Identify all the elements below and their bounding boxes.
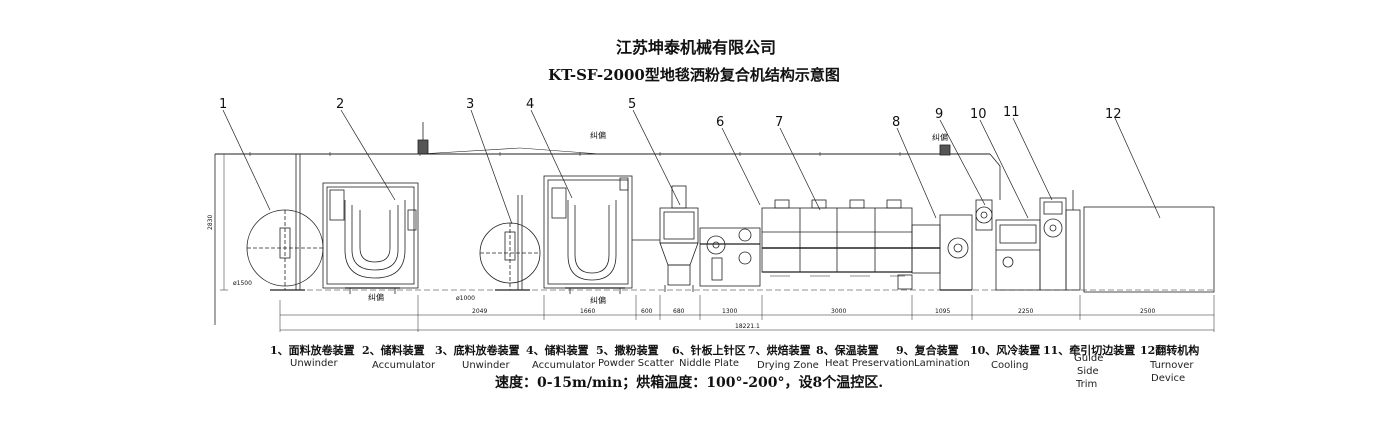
accumulator-2: [322, 182, 419, 294]
unwinder-1: [246, 209, 324, 291]
component-2-cn: 2、储料装置: [362, 344, 425, 357]
unwinder-3: [479, 195, 541, 291]
dim-2500: 2500: [1140, 308, 1155, 315]
callout-11: 11: [1003, 105, 1020, 120]
heat-preservation-8: [897, 224, 941, 290]
dim-2049: 2049: [472, 308, 487, 315]
dim-2250: 2250: [1018, 308, 1033, 315]
callout-1: 1: [219, 97, 227, 112]
callout-3: 3: [466, 97, 474, 112]
corrector-label-4: 纠偏: [590, 295, 606, 305]
dim-total: 18221.1: [735, 323, 760, 330]
height-dimension: 2830: [207, 215, 214, 230]
callout-8: 8: [892, 115, 900, 130]
lamination-9: [939, 199, 993, 291]
component-12-cn: 12翻转机构: [1140, 344, 1200, 357]
dim-1095: 1095: [935, 308, 950, 315]
spec-line: 速度：0-15m/min；烘箱温度：100°-200°，设8个温控区.: [495, 375, 884, 391]
component-8-cn: 8、保温装置: [816, 344, 879, 357]
roll-diameter-2: ø1000: [456, 295, 475, 302]
cooling-10: [995, 219, 1041, 291]
callout-2: 2: [336, 97, 344, 112]
component-6-en: Niddle Plate: [679, 358, 740, 369]
dim-600: 600: [641, 308, 653, 315]
component-4-cn: 4、储料装置: [526, 344, 589, 357]
component-12-en-device: Device: [1151, 373, 1186, 384]
component-10-en: Cooling: [991, 360, 1029, 371]
component-4-en: Accumulator: [532, 360, 596, 371]
component-9-en: Lamination: [914, 358, 970, 369]
dim-1660: 1660: [580, 308, 595, 315]
component-1-cn: 1、面料放卷装置: [270, 344, 355, 357]
corrector-label-2: 纠偏: [932, 132, 948, 142]
component-3-en: Unwinder: [462, 360, 510, 371]
guide-side-trim-11: [1039, 190, 1081, 291]
component-11-en-guide: Guide: [1074, 353, 1104, 364]
callout-6: 6: [716, 115, 724, 130]
turnover-device-12: [1083, 206, 1215, 293]
component-1-en: Unwinder: [290, 358, 338, 369]
diagram-title: KT-SF-2000型地毯洒粉复合机结构示意图: [548, 66, 840, 84]
component-7-cn: 7、烘焙装置: [748, 344, 811, 357]
callout-5: 5: [628, 97, 636, 112]
drying-zone-7: [761, 199, 913, 277]
powder-scatter-5: [632, 185, 699, 292]
callout-4: 4: [526, 97, 534, 112]
component-7-en: Drying Zone: [757, 360, 819, 371]
component-11-en-trim: Trim: [1076, 379, 1098, 390]
callout-10: 10: [970, 107, 987, 122]
component-6-cn: 6、针板上针区: [672, 344, 746, 357]
component-5-cn: 5、撒粉装置: [596, 344, 659, 357]
callouts: [222, 109, 1161, 225]
component-9-cn: 9、复合装置: [896, 344, 959, 357]
roll-diameter-1: ø1500: [233, 280, 252, 287]
component-11-cn: 11、牵引切边装置: [1043, 344, 1136, 357]
component-10-cn: 10、风冷装置: [970, 344, 1041, 357]
dim-1300: 1300: [722, 308, 737, 315]
component-2-en: Accumulator: [372, 360, 436, 371]
component-3-cn: 3、底料放卷装置: [435, 344, 520, 357]
component-5-en: Powder Scatter: [598, 358, 674, 369]
callout-9: 9: [935, 107, 943, 122]
overhead-web-path: [214, 122, 1001, 325]
component-11-en-side: Side: [1077, 366, 1099, 377]
corrector-label-3: 纠偏: [368, 292, 384, 302]
callout-12: 12: [1105, 107, 1122, 122]
dim-680: 680: [673, 308, 685, 315]
dim-3000: 3000: [831, 308, 846, 315]
needle-plate-6: [699, 227, 761, 287]
company-name: 江苏坤泰机械有限公司: [615, 38, 776, 57]
dimension-lines: [220, 153, 1215, 332]
accumulator-4: [543, 175, 633, 294]
component-12-en-turnover: Turnover: [1150, 360, 1194, 371]
component-8-en: Heat Preservation: [825, 358, 915, 369]
callout-7: 7: [775, 115, 783, 130]
corrector-label-1: 纠偏: [590, 130, 606, 140]
